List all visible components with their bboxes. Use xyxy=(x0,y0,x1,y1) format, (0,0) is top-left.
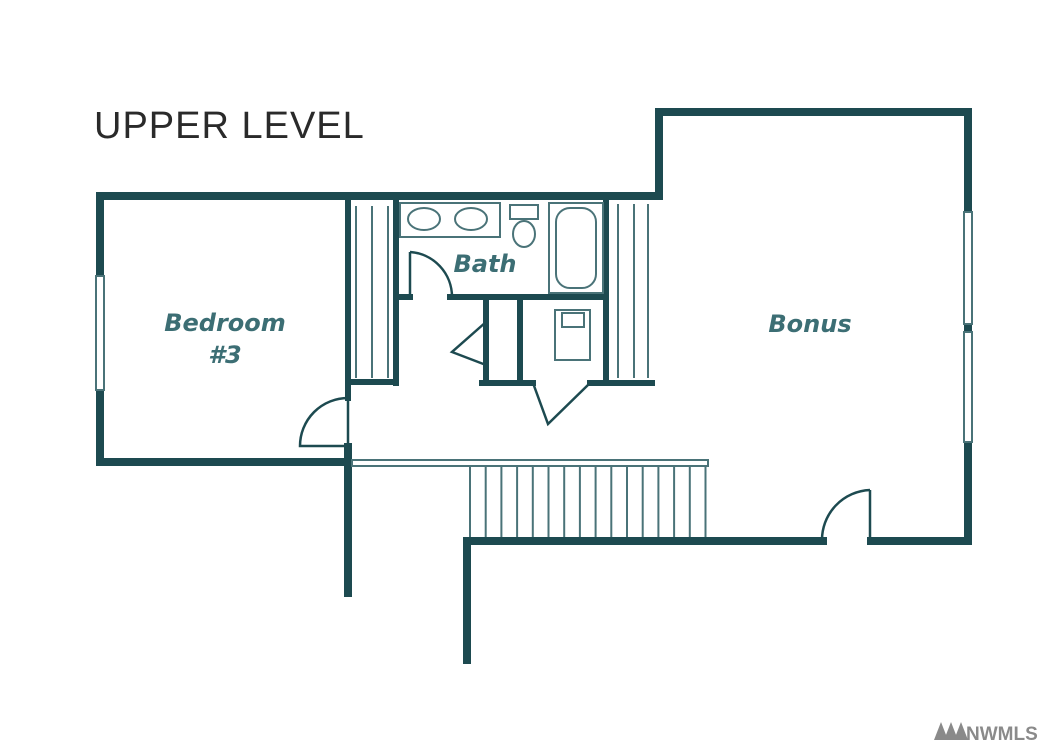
linen-shelves xyxy=(617,204,649,378)
watermark-text: NWMLS xyxy=(966,724,1038,745)
watermark: NWMLS xyxy=(934,722,1038,745)
bedroom-window xyxy=(95,275,105,391)
laundry-appliance xyxy=(554,309,591,361)
bonus-window-upper xyxy=(963,211,973,325)
closet-door xyxy=(449,321,487,367)
stair-railing xyxy=(351,459,709,467)
laundry-door xyxy=(531,382,591,427)
nwmls-logo-icon xyxy=(934,722,968,740)
bath-door xyxy=(408,250,454,298)
bonus-door xyxy=(820,488,872,542)
windows xyxy=(95,211,973,443)
bonus-window-lower xyxy=(963,331,973,443)
bath-label: Bath xyxy=(453,250,516,278)
bedroom-number-label: #3 xyxy=(208,341,241,369)
bath-fixtures xyxy=(399,202,604,294)
toilet-tank-icon xyxy=(509,204,539,220)
bathtub-basin-icon xyxy=(555,207,597,289)
staircase xyxy=(469,467,707,537)
interior-walls xyxy=(345,197,655,401)
bedroom-closet xyxy=(355,206,389,378)
sink-left-icon xyxy=(407,207,441,231)
plan-title: UPPER LEVEL xyxy=(94,105,365,147)
bedroom-door xyxy=(298,396,350,448)
toilet-bowl-icon xyxy=(512,220,536,248)
doors xyxy=(298,250,872,542)
bonus-label: Bonus xyxy=(768,310,851,338)
sink-right-icon xyxy=(454,207,488,231)
bedroom-label: Bedroom xyxy=(164,309,286,337)
room-labels: Bedroom #3 Bath Bonus xyxy=(164,250,851,369)
